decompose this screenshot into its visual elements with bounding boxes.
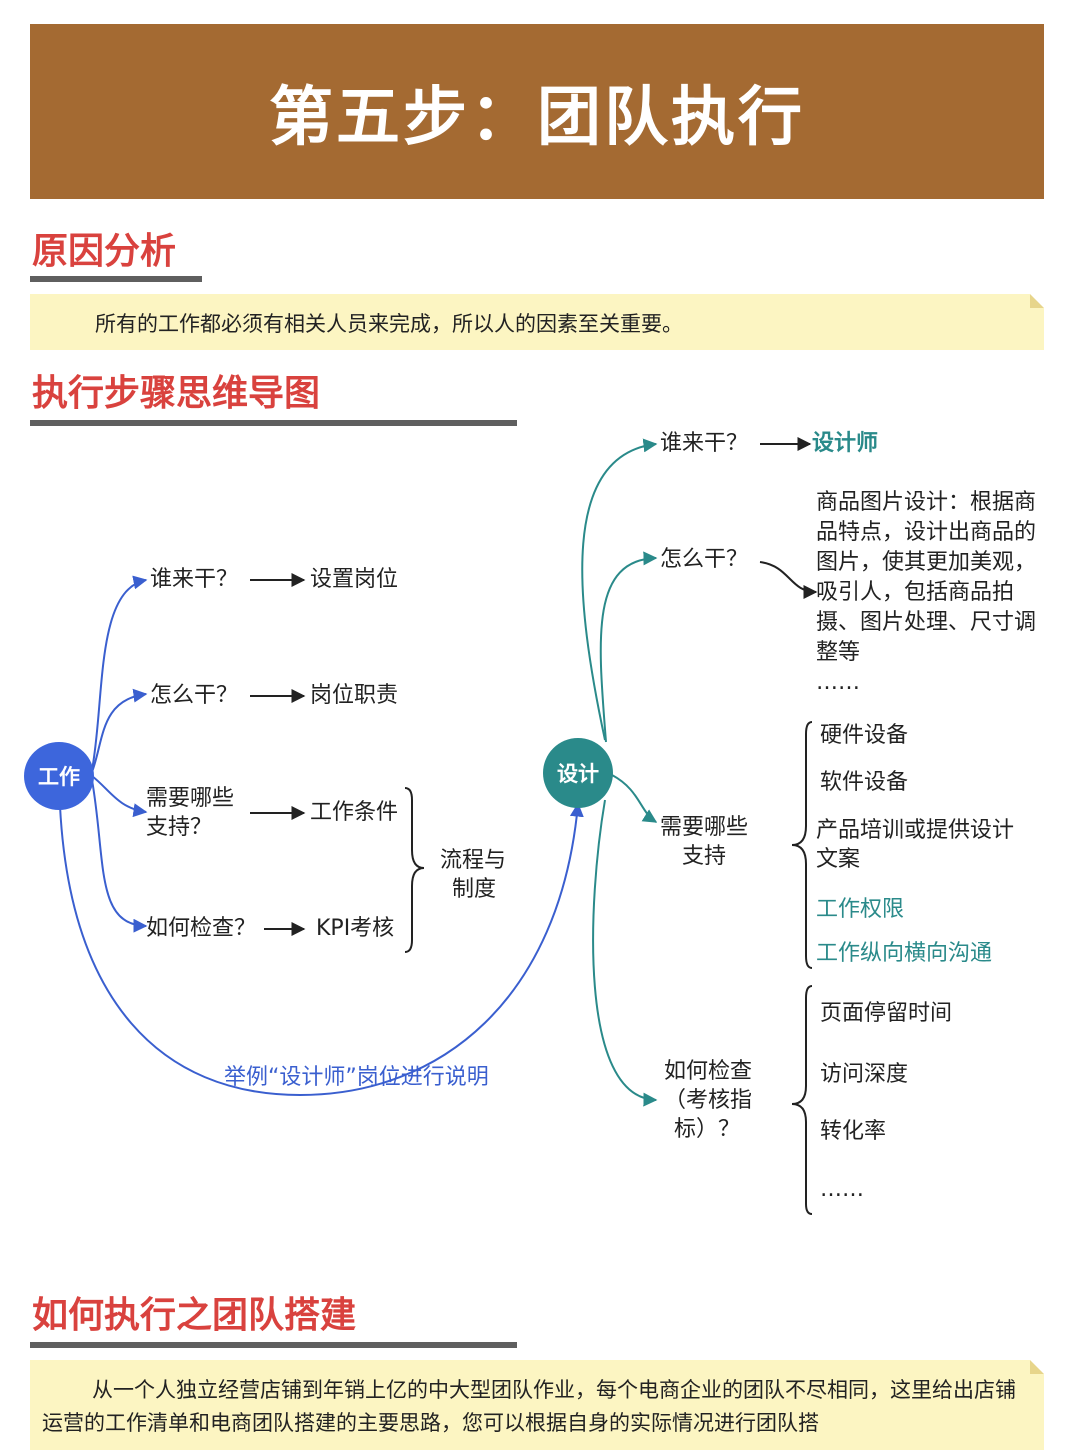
right-a-who: 设计师	[812, 431, 879, 456]
section-underline	[30, 276, 202, 282]
check-item-conversion: 转化率	[820, 1119, 887, 1144]
desc-line: 摄、图片处理、尺寸调	[816, 610, 1037, 635]
brace-left-group	[404, 787, 425, 953]
note-fold-corner	[1030, 1360, 1044, 1374]
support-item-communication: 工作纵向横向沟通	[816, 941, 993, 966]
branch-check-left	[91, 779, 148, 933]
right-q-how: 怎么干？	[660, 547, 749, 572]
desc-line: 图片，使其更加美观，	[816, 550, 1037, 575]
left-q-how: 怎么干？	[150, 683, 239, 708]
check-item-ellipsis: ……	[820, 1177, 864, 1202]
branch-support-left	[91, 775, 148, 818]
branch-who-left	[91, 575, 148, 771]
team-note: 从一个人独立经营店铺到年销上亿的中大型团队作业，每个电商企业的团队不尽相同，这里…	[30, 1360, 1044, 1450]
team-text: 从一个人独立经营店铺到年销上亿的中大型团队作业，每个电商企业的团队不尽相同，这里…	[42, 1378, 1016, 1435]
branch-how-left	[91, 688, 148, 773]
left-q-support-l2: 支持？	[146, 815, 213, 840]
link-curve	[59, 802, 584, 1097]
header-banner: 第五步：团队执行	[30, 24, 1044, 199]
root-node-design: 设计	[543, 738, 613, 808]
brace-check	[791, 985, 813, 1215]
note-fold-corner	[1030, 294, 1044, 308]
branch-how-right	[599, 551, 658, 743]
desc-line: 品特点，设计出商品的	[816, 520, 1037, 545]
mindmap-connectors	[59, 437, 818, 1215]
arrow	[759, 561, 818, 599]
right-q-check-l3: 标）？	[674, 1117, 741, 1142]
right-q-check-l2: （考核指	[664, 1088, 753, 1113]
left-q-check: 如何检查？	[146, 916, 257, 941]
branch-who-right	[581, 438, 658, 741]
support-item-hardware: 硬件设备	[820, 723, 909, 748]
left-a-who: 设置岗位	[310, 567, 399, 592]
support-item-software: 软件设备	[820, 770, 909, 795]
section-underline	[30, 1342, 517, 1348]
support-item-permission: 工作权限	[816, 897, 905, 922]
link-label: 举例“设计师”岗位进行说明	[224, 1065, 489, 1090]
group-label-l2: 制度	[452, 877, 497, 902]
section-title-mindmap: 执行步骤思维导图	[32, 373, 321, 414]
left-a-how: 岗位职责	[310, 683, 399, 708]
left-a-check: KPI考核	[316, 916, 395, 941]
brace-support	[791, 721, 813, 969]
branch-support-right	[611, 774, 658, 823]
page-title: 第五步：团队执行	[269, 80, 805, 155]
desc-line: 整等	[816, 640, 861, 665]
reason-note: 所有的工作都必须有相关人员来完成，所以人的因素至关重要。	[30, 294, 1044, 350]
support-item-training-l1: 产品培训或提供设计	[816, 818, 1015, 843]
section-title-reason: 原因分析	[32, 231, 177, 272]
section-underline	[30, 420, 517, 426]
branch-check-right	[592, 799, 658, 1107]
right-q-support-l2: 支持	[682, 844, 727, 869]
support-item-training-l2: 文案	[816, 847, 861, 872]
check-item-visit-depth: 访问深度	[820, 1062, 909, 1087]
group-label-l1: 流程与	[440, 848, 507, 873]
left-q-support-l1: 需要哪些	[146, 786, 235, 811]
right-q-support-l1: 需要哪些	[660, 815, 749, 840]
reason-text: 所有的工作都必须有相关人员来完成，所以人的因素至关重要。	[95, 312, 683, 336]
section-title-team: 如何执行之团队搭建	[32, 1295, 357, 1336]
desc-line: 吸引人，包括商品拍	[816, 580, 1015, 605]
right-q-check-l1: 如何检查	[664, 1059, 753, 1084]
desc-ellipsis: ……	[816, 670, 860, 695]
right-how-description: 商品图片设计：根据商 品特点，设计出商品的 图片，使其更加美观， 吸引人，包括商…	[816, 488, 1036, 698]
check-item-dwell-time: 页面停留时间	[820, 1001, 953, 1026]
right-q-who: 谁来干？	[660, 431, 749, 456]
desc-line: 商品图片设计：根据商	[816, 490, 1037, 515]
root-node-work: 工作	[24, 742, 94, 810]
left-q-who: 谁来干？	[150, 567, 239, 592]
left-a-support: 工作条件	[310, 800, 399, 825]
